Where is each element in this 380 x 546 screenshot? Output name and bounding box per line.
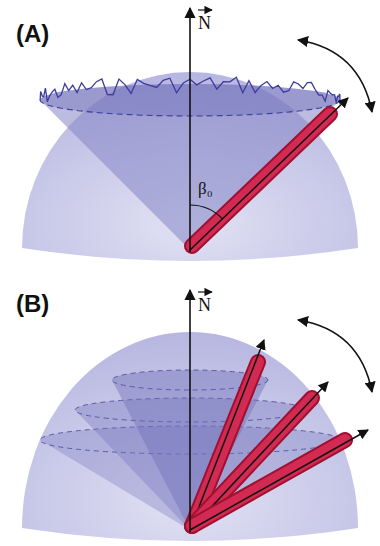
rod-axis [190,430,368,530]
motion-arrow [298,40,372,112]
rod [192,114,330,246]
motion-arrow [298,320,372,392]
vector-mark [198,291,212,292]
vector-mark [198,9,212,10]
normal-vector [189,290,191,532]
vector-label: N [198,14,211,32]
rod-axis [190,98,348,250]
rod [192,440,345,526]
panel-label: (B) [16,292,49,316]
normal-vector [189,8,191,252]
rod-edge [192,440,345,526]
panel-label: (A) [16,22,49,46]
rod-edge [192,114,330,246]
panel-a [22,8,372,261]
panel-b [22,290,372,541]
angle-arc [190,205,223,219]
angle-label: β₀ [198,180,213,197]
vector-label: N [198,296,211,314]
